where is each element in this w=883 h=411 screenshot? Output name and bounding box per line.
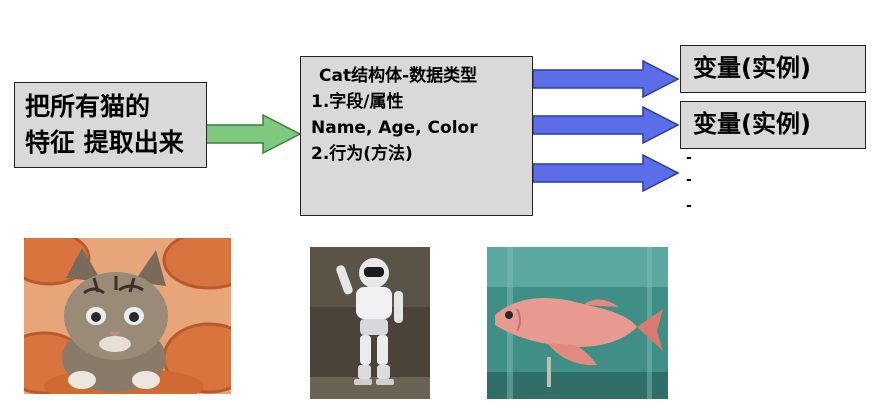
blue-arrow-1	[532, 59, 680, 99]
blue-arrow-2	[532, 105, 680, 145]
fields-heading: 1.字段/属性	[311, 92, 404, 112]
kitten-photo	[24, 238, 231, 394]
extract-features-box: 把所有猫的 特征 提取出来	[14, 82, 207, 168]
methods-heading: 2.行为(方法)	[311, 144, 413, 164]
continuation-dot: -	[686, 198, 692, 214]
instance-box-2: 变量(实例)	[680, 101, 866, 149]
instance-box-1: 变量(实例)	[680, 45, 866, 93]
continuation-dot: -	[686, 150, 692, 166]
green-arrow	[199, 113, 302, 155]
blue-arrow-3	[532, 153, 680, 193]
extract-features-line-2: 特征 提取出来	[25, 128, 184, 157]
extract-features-line-1: 把所有猫的	[25, 92, 151, 121]
struct-title: Cat结构体-数据类型	[319, 66, 478, 86]
robot-photo	[310, 247, 430, 399]
fields-list: Name, Age, Color	[311, 118, 478, 138]
fish-photo	[487, 247, 668, 399]
struct-definition-box: Cat结构体-数据类型 1.字段/属性 Name, Age, Color 2.行…	[300, 56, 533, 216]
continuation-dot: -	[686, 172, 692, 188]
